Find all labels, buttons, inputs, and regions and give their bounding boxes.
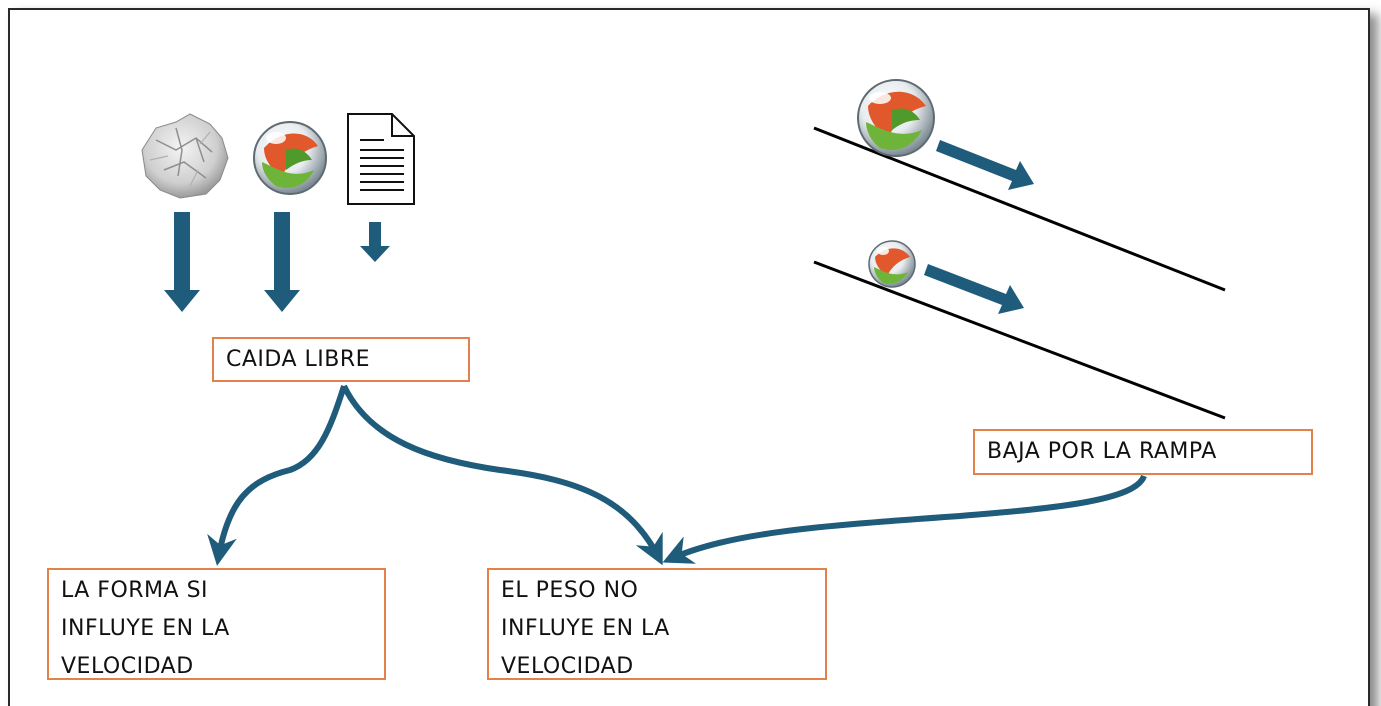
fall-arrow-document xyxy=(360,222,390,262)
curve-arrow-rampa-to-peso xyxy=(662,474,1147,564)
caida-libre-label: CAIDA LIBRE xyxy=(226,347,371,372)
ramp-top xyxy=(813,126,1226,292)
peso-line-2: INFLUYE EN LA xyxy=(501,616,670,641)
marble-icon xyxy=(253,121,327,195)
crumpled-paper-icon xyxy=(141,113,229,199)
curve-arrow-to-peso xyxy=(341,384,663,566)
caida-libre-box: CAIDA LIBRE xyxy=(212,337,470,382)
peso-box: EL PESO NO INFLUYE EN LA VELOCIDAD xyxy=(487,568,827,680)
forma-line-1: LA FORMA SI xyxy=(61,578,209,603)
forma-line-2: INFLUYE EN LA xyxy=(61,616,230,641)
ramp-arrow-bottom xyxy=(924,264,1024,314)
baja-rampa-box: BAJA POR LA RAMPA xyxy=(973,429,1313,475)
baja-rampa-label: BAJA POR LA RAMPA xyxy=(987,439,1217,464)
fall-arrow-marble xyxy=(264,212,300,312)
small-marble-icon xyxy=(868,240,916,288)
curve-arrow-to-forma xyxy=(207,385,347,566)
document-icon xyxy=(347,113,415,205)
peso-line-1: EL PESO NO xyxy=(501,578,639,603)
fall-arrow-paper xyxy=(164,212,200,312)
ramp-bottom xyxy=(813,260,1226,420)
ramp-arrow-top xyxy=(936,140,1034,190)
forma-line-3: VELOCIDAD xyxy=(61,654,194,679)
peso-line-3: VELOCIDAD xyxy=(501,654,634,679)
large-marble-icon xyxy=(857,79,935,157)
forma-box: LA FORMA SI INFLUYE EN LA VELOCIDAD xyxy=(47,568,386,680)
